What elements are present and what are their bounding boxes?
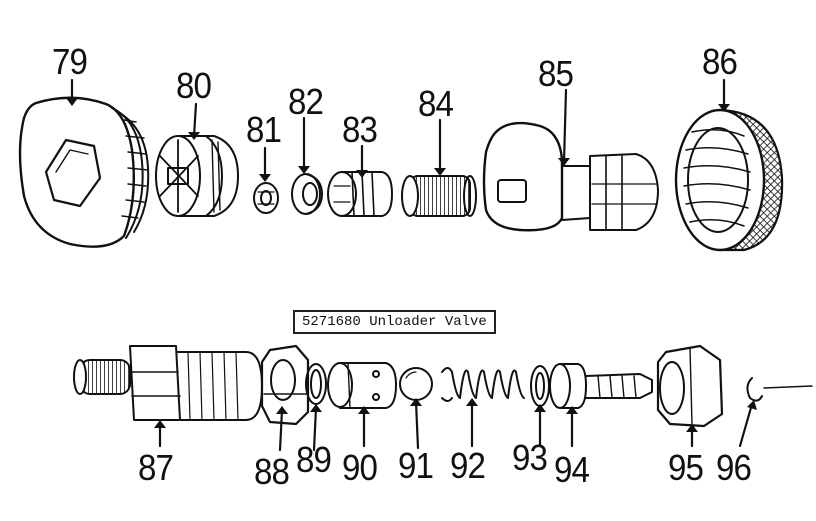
part-label-94: 94 [554,449,590,490]
part-86-collar-nut [674,108,784,252]
part-label-80: 80 [176,65,212,106]
part-label-92: 92 [450,445,486,486]
diagram-caption: 5271680 Unloader Valve [293,310,496,334]
part-80-valve-body [155,135,239,217]
part-88-hex-nut [260,344,310,426]
part-90-housing [327,362,397,409]
part-label-96: 96 [716,447,752,488]
part-93-o-ring [530,365,550,407]
part-label-83: 83 [342,109,378,150]
leader-lines [70,78,754,452]
part-91-ball [399,367,433,401]
part-label-85: 85 [538,53,574,94]
part-label-90: 90 [342,447,378,488]
part-label-82: 82 [288,81,324,122]
part-label-91: 91 [398,445,434,486]
part-label-79: 79 [52,41,88,82]
part-label-95: 95 [668,447,704,488]
part-83-valve-stem [327,171,393,217]
part-79-bushing [18,96,150,248]
part-92-spring [441,367,525,402]
part-87-fitting [73,345,263,421]
part-95-hex-nut [656,344,724,428]
part-84-threaded-sleeve [401,175,477,217]
part-85-cap [482,121,659,232]
part-label-84: 84 [418,83,454,124]
part-81-washer [253,182,279,214]
part-label-87: 87 [138,447,174,488]
part-96-clip [746,377,813,402]
part-label-81: 81 [246,109,282,150]
part-82-seat-ring [291,173,323,215]
part-label-93: 93 [512,437,548,478]
part-label-86: 86 [702,41,738,82]
part-label-88: 88 [254,451,290,492]
arrowheads [66,98,757,432]
part-label-89: 89 [296,439,332,480]
part-94-nipple [549,363,653,409]
